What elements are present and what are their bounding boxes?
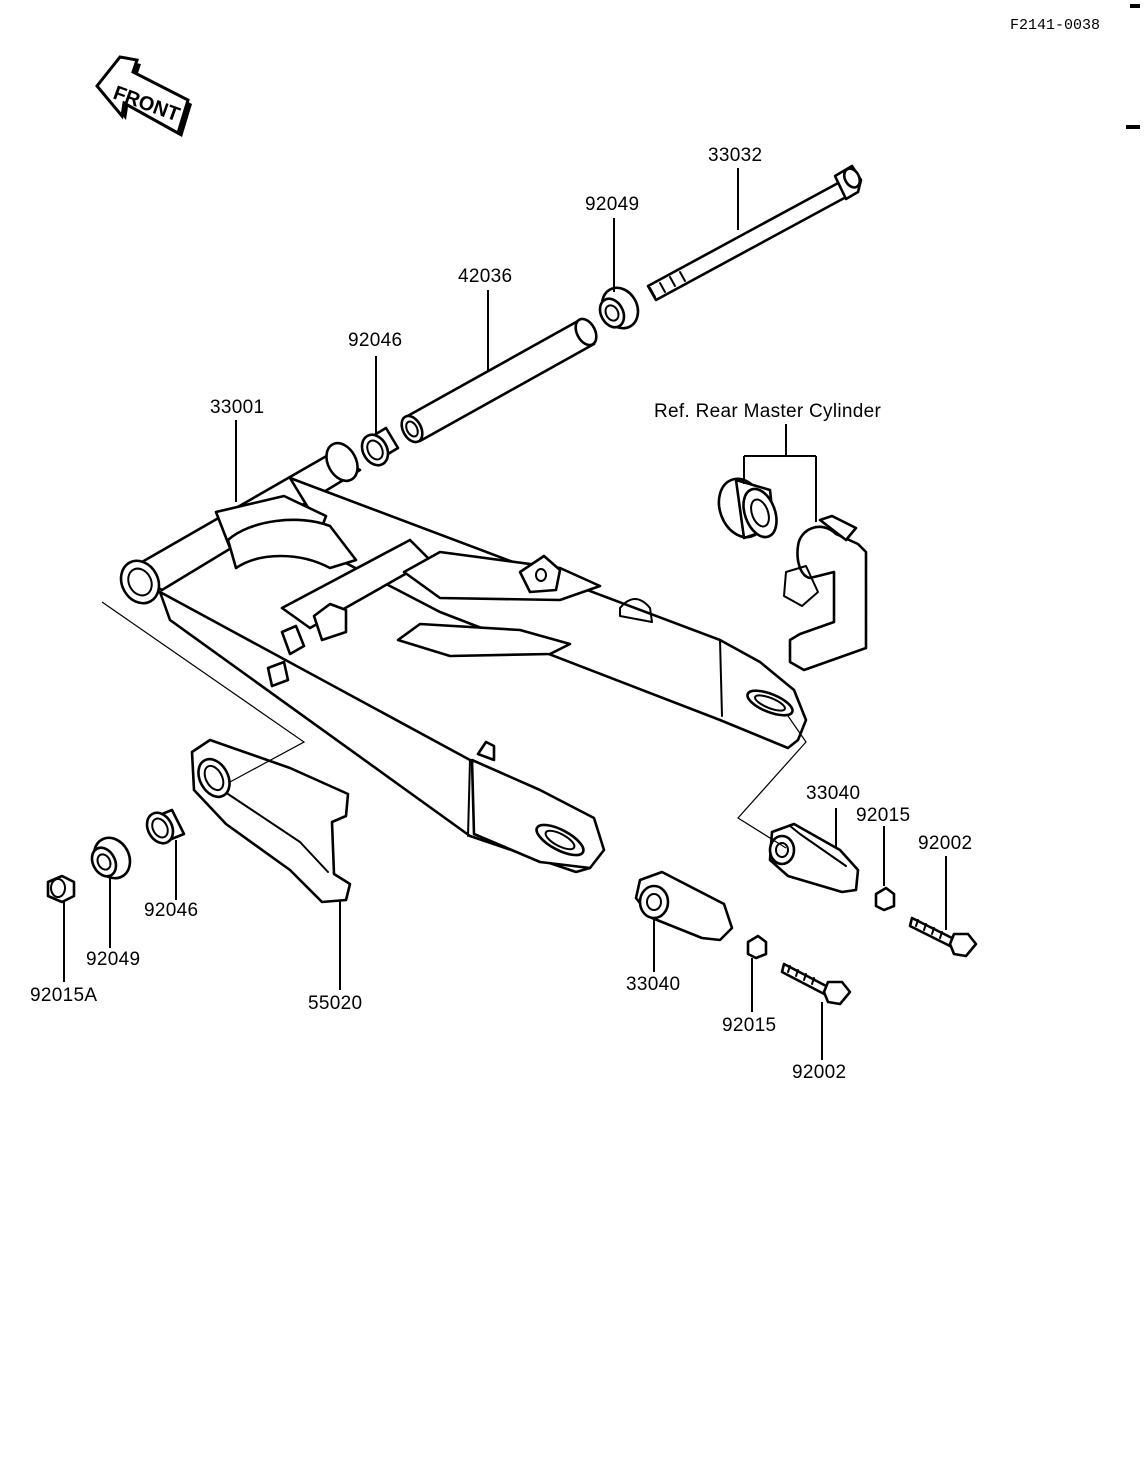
assembly-guide-lines xyxy=(101,601,807,849)
part-label-42036: 42036 xyxy=(458,266,512,287)
swingarm-body xyxy=(119,441,808,874)
adjuster-nut-right xyxy=(874,886,896,912)
part-label-92015-right: 92015 xyxy=(856,805,910,826)
part-label-92046-upper: 92046 xyxy=(348,330,402,351)
chain-adjuster-left xyxy=(634,870,734,942)
part-label-92015A: 92015A xyxy=(30,985,97,1006)
part-label-92046-lower: 92046 xyxy=(144,900,198,921)
margin-mark-mid xyxy=(1126,125,1140,129)
part-label-92049-lower: 92049 xyxy=(86,949,140,970)
chain-guard xyxy=(190,738,352,904)
part-label-33032: 33032 xyxy=(708,145,762,166)
adjuster-bolt-left xyxy=(780,962,852,1006)
front-arrow-icon: FRONT xyxy=(95,55,192,137)
part-label-92015-left: 92015 xyxy=(722,1015,776,1036)
part-label-33001: 33001 xyxy=(210,397,264,418)
needle-bearing-upper xyxy=(360,426,400,467)
adjuster-bolt-right xyxy=(908,916,978,958)
part-label-92002-left: 92002 xyxy=(792,1062,846,1083)
master-cylinder-grommet xyxy=(717,477,778,540)
margin-mark-top xyxy=(1130,4,1140,8)
dust-cap-upper xyxy=(598,286,640,330)
needle-bearing-lower xyxy=(145,808,186,845)
chain-adjuster-right xyxy=(768,822,860,894)
diagram-code: F2141-0038 xyxy=(1010,17,1100,34)
pivot-shaft xyxy=(646,164,863,302)
part-label-92049-upper: 92049 xyxy=(585,194,639,215)
dust-cap-lower xyxy=(90,836,132,880)
pivot-sleeve xyxy=(400,317,598,444)
part-label-55020: 55020 xyxy=(308,993,362,1014)
leader-lines xyxy=(63,168,947,1060)
part-label-92002-right: 92002 xyxy=(918,833,972,854)
part-label-33040-right: 33040 xyxy=(806,783,860,804)
reference-note: Ref. Rear Master Cylinder xyxy=(654,401,881,422)
part-label-33040-left: 33040 xyxy=(626,974,680,995)
master-cylinder-bracket xyxy=(783,514,868,672)
cap-nut-lower-left xyxy=(46,874,76,904)
adjuster-nut-left xyxy=(746,934,768,960)
